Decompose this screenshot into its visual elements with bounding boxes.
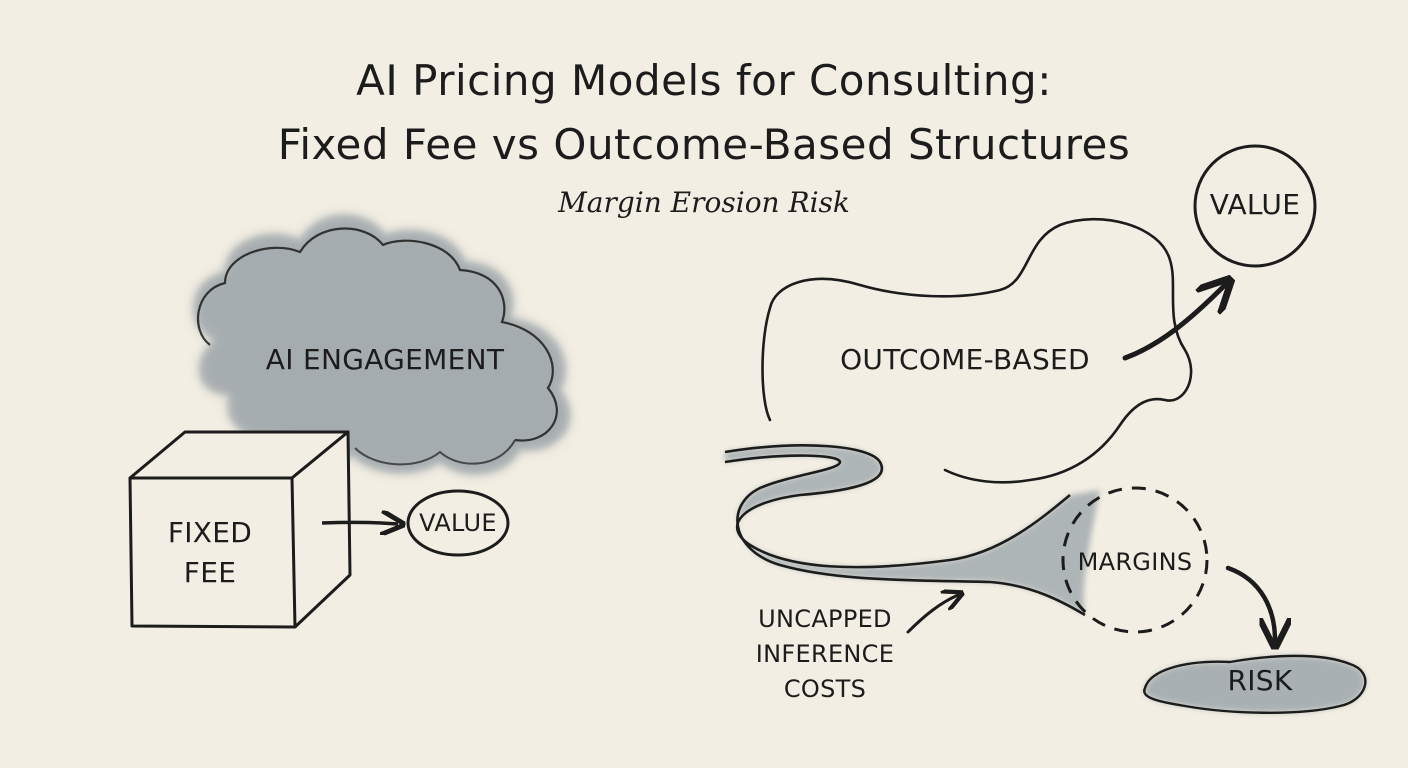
outcome-arrow [1122,285,1225,361]
margins-risk-arrow [1225,565,1275,640]
risk-label: RISK [1227,664,1293,697]
fixed-label: FIXED [167,516,253,549]
costs-arrow [906,595,958,634]
outcome-based-label: OUTCOME-BASED [840,343,1090,376]
title-line-2: Fixed Fee vs Outcome-Based Structures [277,120,1131,169]
fixed-fee-cube [128,430,352,629]
inference-cost-river [724,444,1100,617]
right-value-circle [1193,144,1317,268]
ai-engagement-cloud [193,215,571,475]
risk-puddle [1143,654,1367,714]
margins-dashed-circle [1061,486,1209,634]
title-line-1: AI Pricing Models for Consulting: [356,56,1052,105]
margins-label: MARGINS [1077,548,1193,576]
ai-engagement-label: AI ENGAGEMENT [265,343,505,376]
left-value-label: VALUE [419,509,497,537]
outcome-based-cloud [761,217,1193,484]
costs-label-line-1: UNCAPPED [758,605,892,633]
costs-label-line-3: COSTS [783,675,867,703]
fee-label: FEE [183,556,237,589]
costs-label-line-2: INFERENCE [755,640,895,668]
fixed-fee-arrow [321,522,398,524]
left-value-circle [406,489,510,557]
right-value-label: VALUE [1209,188,1301,221]
subtitle: Margin Erosion Risk [558,186,850,219]
